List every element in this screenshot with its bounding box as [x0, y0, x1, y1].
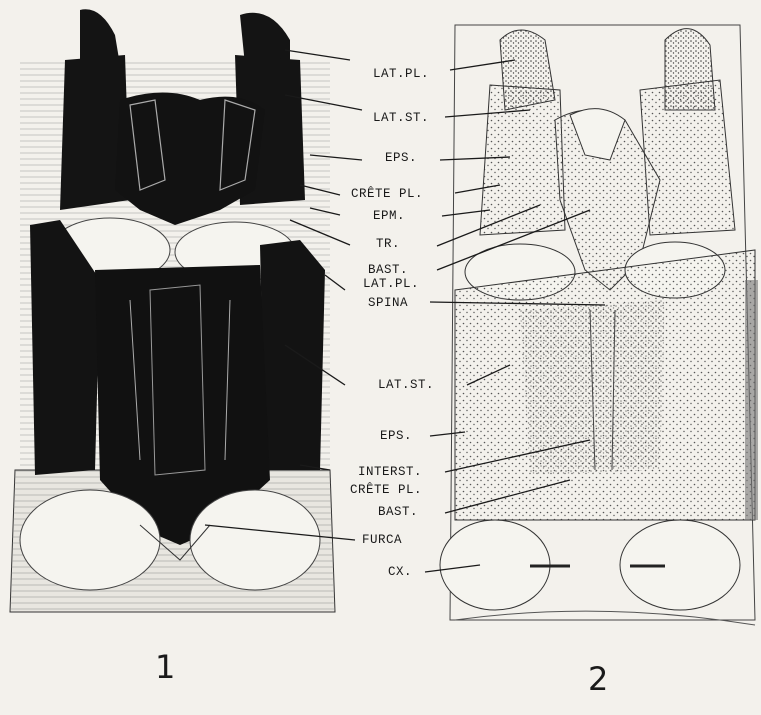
figure-2-drawing [440, 25, 758, 625]
label-eps-top: EPS. [385, 152, 417, 165]
label-bast-top: BAST. [368, 264, 408, 277]
label-lat-st-mid: LAT.ST. [378, 379, 434, 392]
label-bast-mid: BAST. [378, 506, 418, 519]
label-spina: SPINA [368, 297, 408, 310]
label-lat-pl-top: LAT.PL. [373, 68, 429, 81]
label-crete-pl-mid: CRÊTE PL. [350, 484, 422, 497]
label-tr: TR. [376, 238, 400, 251]
label-interst: INTERST. [358, 466, 422, 479]
label-lat-pl-mid: LAT.PL. [363, 278, 419, 291]
label-cx: CX. [388, 566, 412, 579]
label-lat-st-top: LAT.ST. [373, 112, 429, 125]
figure-number-1: 1 [155, 648, 175, 686]
label-furca: FURCA [362, 534, 402, 547]
label-crete-pl-top: CRÊTE PL. [351, 188, 423, 201]
figure-number-2: 2 [588, 660, 608, 698]
label-epm: EPM. [373, 210, 405, 223]
label-eps-mid: EPS. [380, 430, 412, 443]
figure-1-drawing [10, 9, 335, 612]
